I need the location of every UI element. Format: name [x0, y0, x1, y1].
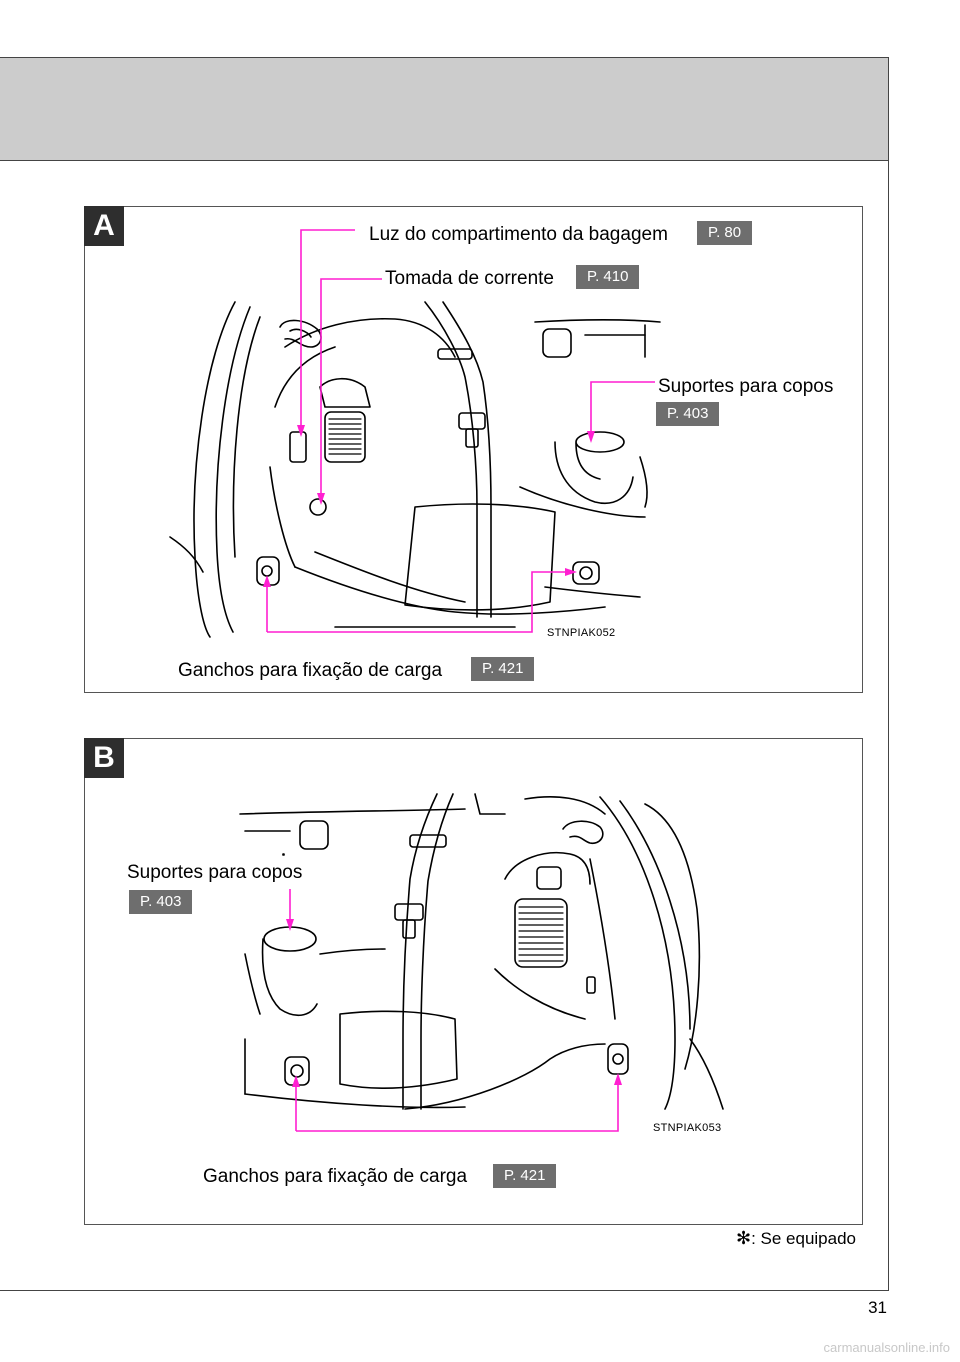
panel-b: B [84, 738, 863, 1225]
label-cargo-hooks-a: Ganchos para fixação de carga [178, 660, 443, 681]
label-power-outlet: Tomada de corrente [385, 268, 554, 289]
ref-power-outlet[interactable]: P. 410 [576, 265, 640, 289]
label-luggage-light: Luz do compartimento da bagagem [369, 224, 668, 245]
ref-luggage-light[interactable]: P. 80 [697, 221, 753, 245]
panel-letter-a: A [84, 206, 124, 246]
ref-cargo-hooks-a[interactable]: P. 421 [471, 657, 535, 681]
panel-letter-b: B [84, 738, 124, 778]
image-code-b: STNPIAK053 [653, 1122, 722, 1134]
ref-cargo-hooks-b[interactable]: P. 421 [493, 1164, 557, 1188]
luggage-compartment-illustration-b [239, 793, 724, 1132]
watermark: carmanualsonline.info [823, 1340, 950, 1355]
luggage-compartment-illustration-a [169, 229, 661, 638]
label-cup-holders-b: Suportes para copos [127, 862, 303, 883]
footnote-text: : Se equipado [751, 1229, 856, 1248]
ref-cup-holders-b[interactable]: P. 403 [129, 890, 193, 914]
label-cargo-hooks-b: Ganchos para fixação de carga [203, 1166, 468, 1187]
ref-cup-holders-a[interactable]: P. 403 [656, 402, 720, 426]
asterisk-icon: ✻ [735, 1228, 752, 1248]
label-cup-holders-a: Suportes para copos [658, 376, 834, 397]
page-number: 31 [868, 1298, 887, 1317]
image-code-a: STNPIAK052 [547, 627, 616, 639]
panel-a: A [84, 206, 863, 693]
footnote-equipped: ✻: Se equipado [736, 1228, 856, 1249]
header-band [0, 57, 889, 161]
